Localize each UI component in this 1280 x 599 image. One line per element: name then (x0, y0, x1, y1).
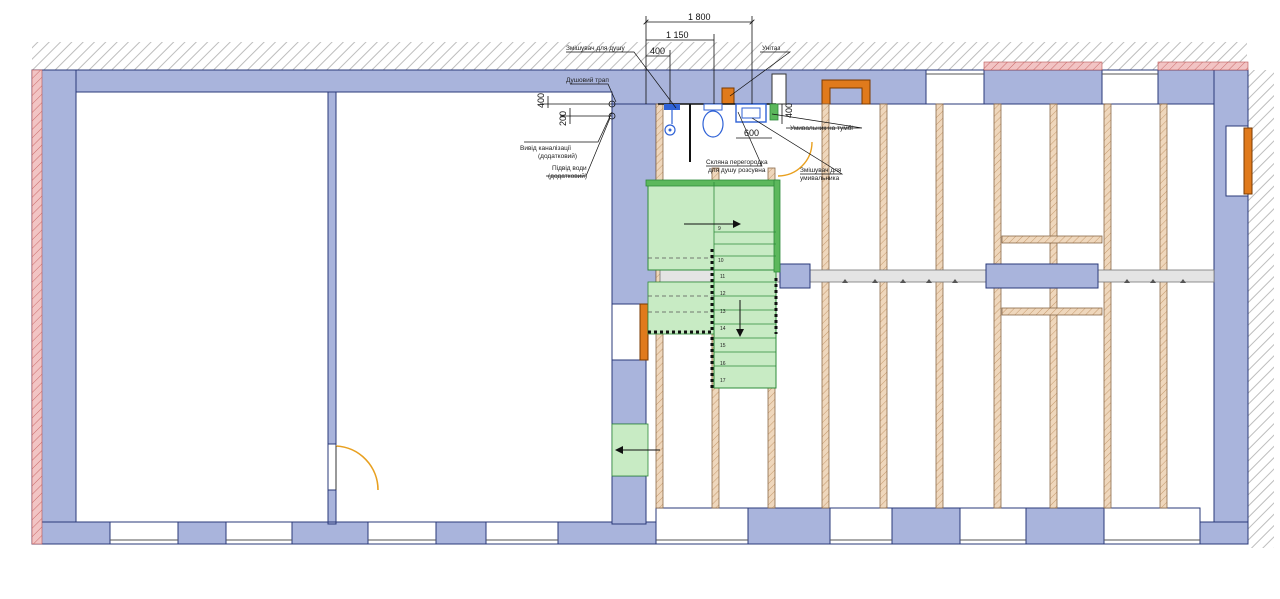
pink-strip-left (31, 69, 43, 545)
stair-step-numbers: 9 10 11 12 13 14 15 16 17 (718, 226, 726, 384)
stair-step: 15 (720, 343, 726, 349)
dimension-values: 1 800 1 150 400 400 200 600 400 (536, 12, 794, 138)
label-toilet: Унітаз (762, 44, 780, 52)
wall-between-rooms (327, 91, 337, 445)
stair-step: 12 (720, 291, 726, 297)
pink-strip-top-2 (1157, 61, 1249, 71)
shower-mixer-icon (664, 104, 680, 110)
bathroom-fixtures (658, 103, 813, 177)
stair-step: 9 (718, 226, 721, 232)
label-sewer-outlet-note: (додатковий) (538, 152, 577, 160)
pink-strip-top-1 (983, 61, 1103, 71)
leader-lines (524, 51, 863, 177)
door-arc (335, 445, 379, 491)
label-basin-mixer: Змішувач для (800, 166, 842, 174)
fixture-labels: Змішувач для душу Унітаз Душовий трап Ви… (520, 44, 853, 182)
dimension-lines (540, 16, 783, 139)
label-glass-partition: Скляна перегородка (706, 159, 768, 166)
stair-step: 11 (720, 274, 725, 280)
marker-circles (608, 100, 616, 120)
stair-step: 17 (720, 378, 726, 384)
stair-step: 14 (720, 326, 726, 332)
dim-side-b: 200 (558, 111, 568, 126)
label-basin-mixer-note: умивальника (800, 175, 840, 182)
dim-basin-width: 600 (744, 128, 759, 138)
bath-door-arc (777, 141, 813, 177)
dim-top-mid: 1 150 (666, 30, 689, 40)
dim-top-small: 400 (650, 46, 665, 56)
stair-step: 16 (720, 361, 726, 367)
beam-support-1 (779, 263, 811, 289)
dim-basin-height: 400 (784, 103, 794, 118)
toilet-icon (702, 110, 724, 138)
wall-between-rooms-low (327, 489, 337, 523)
label-basin-on-cabinet: Умивальник на тумбі (790, 124, 853, 132)
outer-walls (31, 69, 1249, 545)
shower-drain-icon (664, 124, 676, 136)
label-glass-partition-note: для душу розсувна (708, 167, 766, 174)
beam-support-2 (985, 263, 1099, 289)
stair-step: 10 (718, 258, 724, 264)
stair-step: 13 (720, 309, 726, 315)
staircase (645, 179, 781, 389)
appliance-box (771, 73, 787, 105)
label-shower-drain: Душовий трап (566, 76, 609, 84)
label-sewer-outlet: Вивід каналізації (520, 144, 571, 152)
dim-top-total: 1 800 (688, 12, 711, 22)
basin-icon (735, 103, 767, 123)
room-middle (335, 91, 613, 523)
beam-ticks (842, 279, 1186, 283)
label-water-supply: Підвід води (552, 164, 587, 172)
label-shower-mixer: Змішувач для душу (566, 44, 626, 52)
dim-side-a: 400 (536, 93, 546, 108)
window-sills (110, 73, 1200, 541)
room-left (75, 91, 329, 523)
label-water-supply-note: (додатковий) (548, 172, 587, 180)
